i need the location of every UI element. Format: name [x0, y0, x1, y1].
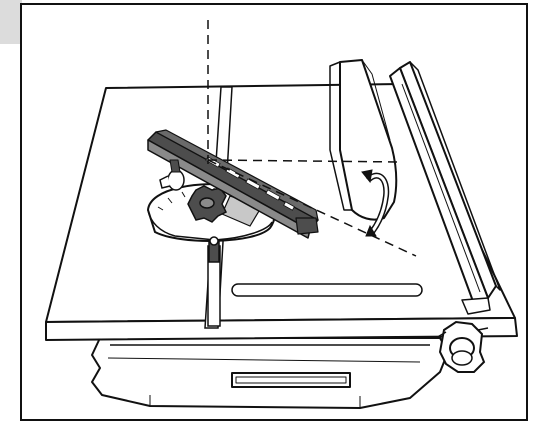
saw-base	[91, 337, 449, 409]
rip-fence	[389, 61, 501, 315]
locking-knob	[187, 185, 228, 223]
tilt-arrow	[361, 169, 390, 237]
page-side-tab	[0, 0, 22, 44]
miter-gauge-bar	[207, 236, 221, 327]
table-slot	[231, 283, 423, 297]
reference-lines	[207, 20, 417, 257]
fence-lock-handle	[435, 320, 489, 373]
